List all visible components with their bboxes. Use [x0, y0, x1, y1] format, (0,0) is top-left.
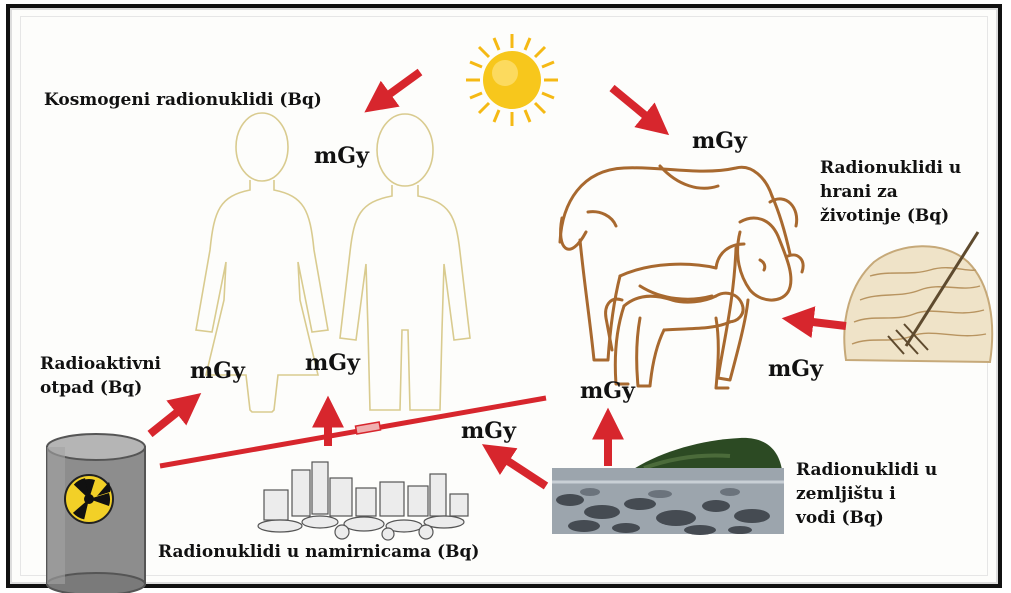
- dose-label-soil-cow: mGy: [580, 378, 635, 404]
- label-animal-feed-line3: životinje (Bq): [820, 204, 961, 228]
- arrow-barrel-to-humans: [150, 402, 190, 434]
- label-animal-feed: Radionuklidi u hrani za životinje (Bq): [820, 156, 961, 228]
- label-soil-water: Radionuklidi u zemljištu i vodi (Bq): [796, 458, 937, 530]
- arrow-hay-to-cow: [796, 320, 846, 326]
- dose-label-humans: mGy: [314, 143, 369, 169]
- cow-icon: [560, 166, 803, 388]
- groceries-icon: [258, 462, 468, 540]
- label-waste-line1: Radioaktivni: [40, 352, 161, 376]
- hay-icon: [844, 232, 992, 362]
- label-waste: Radioaktivni otpad (Bq): [40, 352, 161, 400]
- label-animal-feed-line2: hrani za: [820, 180, 961, 204]
- arrow-soil-to-food: [494, 452, 546, 486]
- label-foodstuffs: Radionuklidi u namirnicama (Bq): [158, 540, 479, 564]
- arrow-sun-to-cow: [612, 88, 658, 126]
- label-soil-water-line2: zemljištu i: [796, 482, 937, 506]
- sun-icon: [466, 34, 558, 126]
- arrow-sun-to-humans: [376, 72, 420, 104]
- radiation-icon: [65, 475, 113, 523]
- line-joint: [355, 422, 380, 434]
- dose-label-cow: mGy: [692, 128, 747, 154]
- dose-label-food-humans: mGy: [305, 350, 360, 376]
- label-waste-line2: otpad (Bq): [40, 376, 161, 400]
- label-cosmogenic: Kosmogeni radionuklidi (Bq): [44, 88, 322, 112]
- dose-label-waste: mGy: [190, 358, 245, 384]
- dose-label-hay: mGy: [768, 356, 823, 382]
- landscape-icon: [552, 438, 784, 535]
- label-soil-water-line1: Radionuklidi u: [796, 458, 937, 482]
- dose-label-food: mGy: [461, 418, 516, 444]
- label-soil-water-line3: vodi (Bq): [796, 506, 937, 530]
- label-animal-feed-line1: Radionuklidi u: [820, 156, 961, 180]
